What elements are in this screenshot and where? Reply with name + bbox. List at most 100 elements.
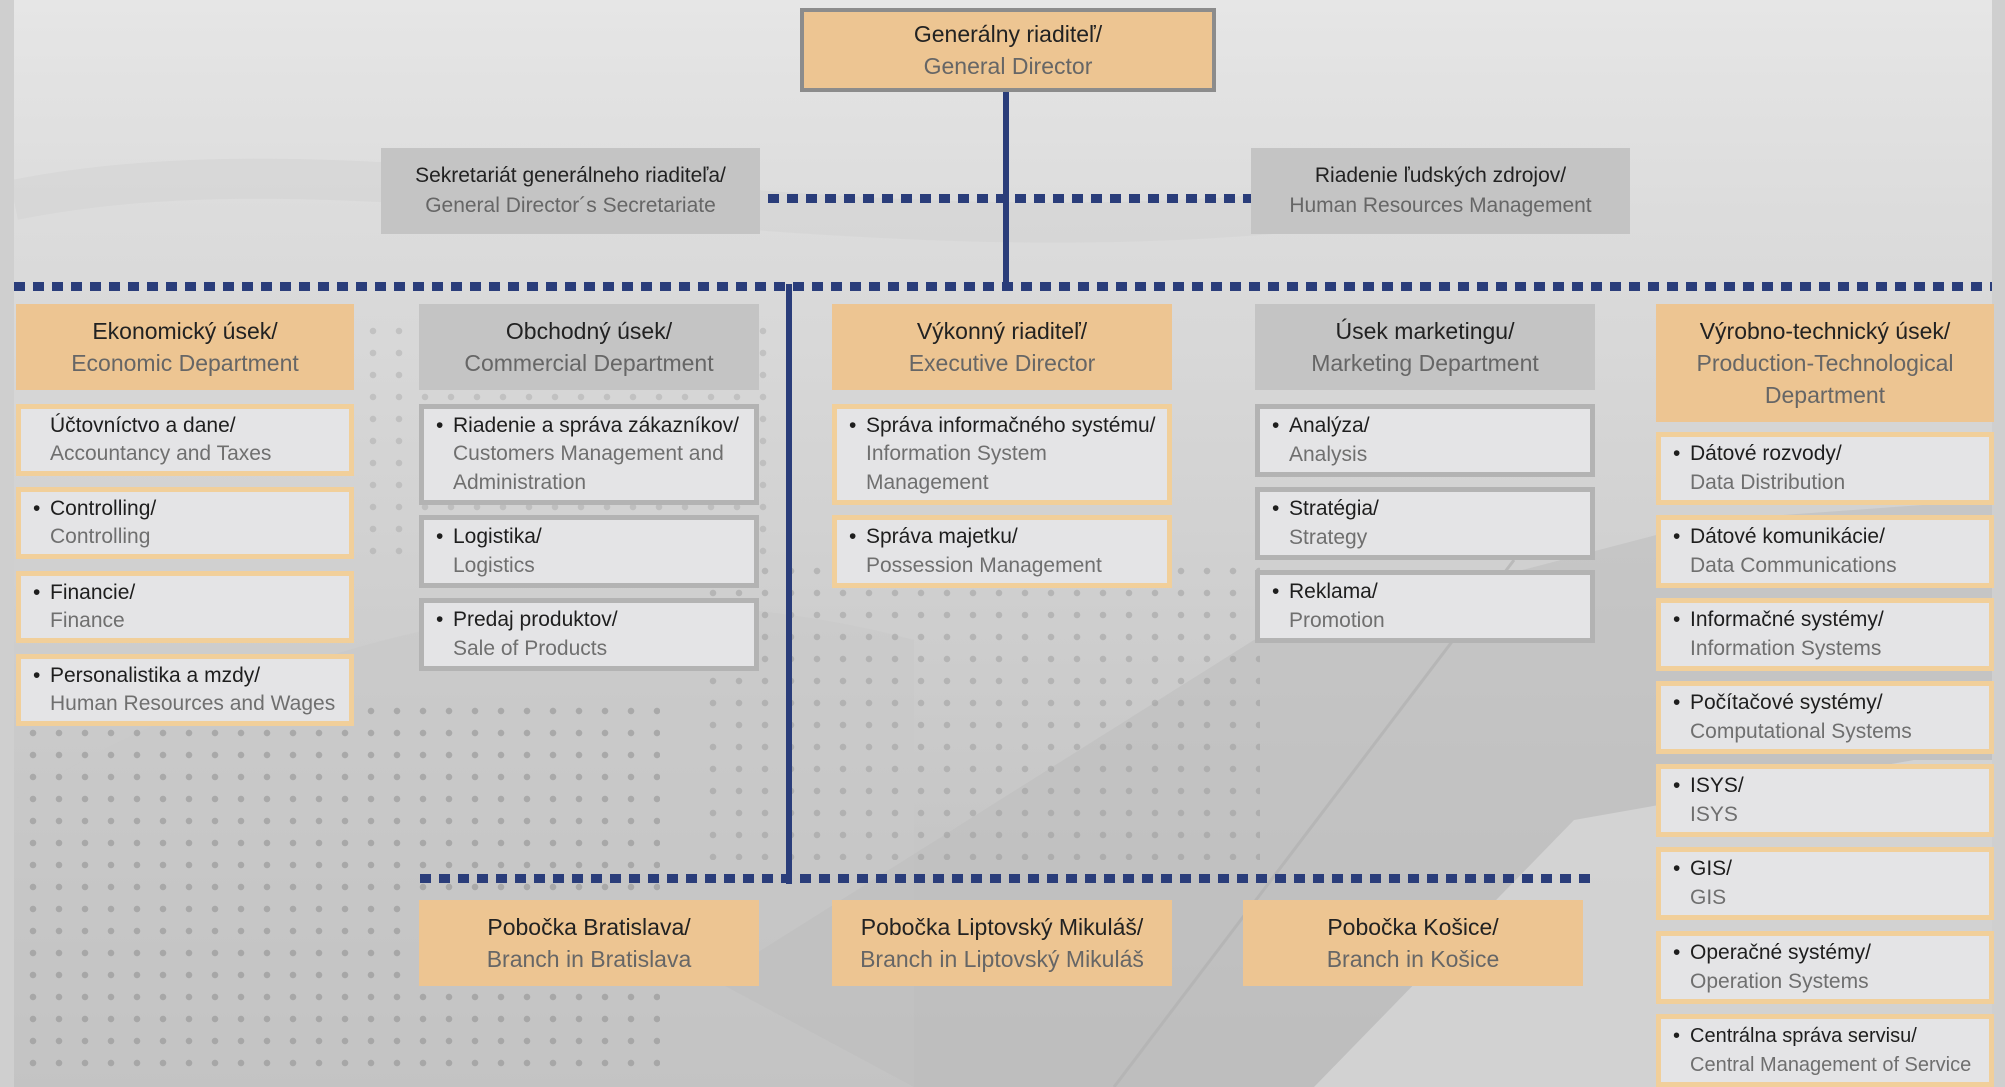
- bullet: •: [1673, 525, 1681, 548]
- production-item: •GIS/ GIS: [1656, 847, 1994, 920]
- hr-management-sk: Riadenie ľudských zdrojov/: [1314, 164, 1567, 187]
- economic-department-en: Economic Department: [71, 350, 299, 376]
- executive-item: •Správa informačného systému/ Informatio…: [832, 404, 1172, 505]
- item-sk-text: Controlling/: [50, 496, 157, 520]
- item-en: Promotion: [1289, 608, 1385, 632]
- bullet: •: [1673, 774, 1681, 797]
- marketing-item: •Reklama/ Promotion: [1255, 570, 1595, 643]
- hr-management-box: Riadenie ľudských zdrojov/ Human Resourc…: [1251, 148, 1630, 234]
- item-sk: •Počítačové systémy/: [1673, 689, 1983, 718]
- bullet: •: [1673, 442, 1681, 465]
- production-department-en: Production-Technological: [1696, 350, 1954, 376]
- production-department-box: Výrobno-technický úsek/ Production-Techn…: [1656, 304, 1994, 422]
- economic-department-box: Ekonomický úsek/ Economic Department: [16, 304, 354, 390]
- item-en: Analysis: [1289, 442, 1368, 466]
- bullet: •: [1673, 941, 1681, 964]
- item-en: Controlling: [50, 525, 151, 548]
- branch-sk: Pobočka Liptovský Mikuláš/: [860, 914, 1144, 940]
- bullet: •: [1272, 414, 1280, 437]
- bullet: •: [33, 496, 41, 520]
- commercial-item: •Predaj produktov/ Sale of Products: [419, 598, 759, 671]
- item-en: Central Management of Service: [1690, 1053, 1972, 1076]
- item-en: Logistics: [453, 553, 535, 577]
- bullet: •: [1673, 608, 1681, 631]
- connector-vertical-top: [1003, 92, 1009, 284]
- executive-director-sk: Výkonný riaditeľ/: [916, 318, 1088, 344]
- secretariate-box: Sekretariát generálneho riaditeľa/ Gener…: [381, 148, 760, 234]
- connector-vertical-branches: [786, 284, 792, 884]
- item-sk: •Predaj produktov/: [436, 606, 748, 635]
- general-director-sk: Generálny riaditeľ/: [913, 21, 1103, 47]
- item-sk-text: Logistika/: [453, 525, 542, 548]
- bullet: •: [33, 580, 41, 604]
- general-director-en: General Director: [923, 53, 1093, 79]
- bullet: •: [1673, 1025, 1681, 1047]
- production-department-sk: Výrobno-technický úsek/: [1699, 318, 1951, 344]
- item-sk-text: Personalistika a mzdy/: [50, 663, 261, 687]
- item-en: Management: [866, 470, 989, 494]
- item-sk: • Informačné systémy/: [1673, 606, 1983, 635]
- item-sk-text: Informačné systémy/: [1690, 608, 1884, 631]
- item-sk: •Logistika/: [436, 523, 748, 552]
- item-sk-text: Správa informačného systému/: [866, 413, 1156, 437]
- item-sk: • Dátové komunikácie/: [1673, 523, 1983, 552]
- production-item: • Operačné systémy/ Operation Systems: [1656, 931, 1994, 1004]
- commercial-item: •Logistika/ Logistics: [419, 515, 759, 588]
- item-sk-text: Analýza/: [1289, 414, 1370, 437]
- bullet: •: [436, 608, 444, 631]
- item-sk-text: Reklama/: [1289, 580, 1378, 603]
- item-en: Possession Management: [866, 553, 1102, 577]
- item-en: Human Resources and Wages: [50, 692, 336, 715]
- item-sk-text: Správa majetku/: [866, 525, 1018, 548]
- branch-bratislava-box: Pobočka Bratislava/ Branch in Bratislava: [419, 900, 759, 986]
- general-director-box: Generálny riaditeľ/ General Director: [800, 8, 1216, 92]
- commercial-item: • Riadenie a správa zákazníkov/ Customers…: [419, 404, 759, 505]
- bullet: •: [436, 413, 444, 437]
- marketing-department-box: Úsek marketingu/ Marketing Department: [1255, 304, 1595, 390]
- item-en: Data Distribution: [1690, 470, 1846, 494]
- economic-item: • Personalistika a mzdy/ Human Resources …: [16, 654, 354, 726]
- item-en: Operation Systems: [1690, 969, 1869, 993]
- production-item: •Dátové rozvody/ Data Distribution: [1656, 432, 1994, 505]
- item-en: Information System: [866, 442, 1047, 466]
- item-sk: • Controlling/: [33, 495, 343, 524]
- executive-director-en: Executive Director: [908, 350, 1096, 376]
- production-department-en: Department: [1764, 382, 1886, 408]
- branch-liptovsky-mikulas-box: Pobočka Liptovský Mikuláš/ Branch in Lip…: [832, 900, 1172, 986]
- dot-pattern: [700, 560, 1260, 860]
- executive-item: •Správa majetku/ Possession Management: [832, 515, 1172, 588]
- connector-branches-dotted: [420, 874, 1590, 883]
- item-en: Administration: [453, 470, 587, 494]
- secretariate-sk: Sekretariát generálneho riaditeľa/: [415, 164, 726, 187]
- marketing-department-sk: Úsek marketingu/: [1335, 318, 1515, 344]
- item-sk: •ISYS/: [1673, 772, 1983, 801]
- item-en: GIS: [1690, 885, 1727, 909]
- item-sk: •Správa informačného systému/: [849, 412, 1161, 441]
- item-sk: •Dátové rozvody/: [1673, 440, 1983, 469]
- item-sk: • Analýza/: [1272, 412, 1584, 441]
- item-sk: •Financie/: [33, 579, 343, 608]
- connector-departments-dotted: [14, 282, 1992, 291]
- bullet: •: [1272, 497, 1280, 520]
- item-sk-text: Operačné systémy/: [1690, 941, 1871, 964]
- item-en: Strategy: [1289, 525, 1368, 549]
- item-sk-text: Riadenie a správa zákazníkov/: [453, 413, 739, 437]
- item-sk-text: Dátové komunikácie/: [1690, 525, 1885, 548]
- item-sk: • Centrálna správa servisu/: [1673, 1022, 1983, 1051]
- branch-sk: Pobočka Bratislava/: [487, 914, 691, 940]
- production-item: • Centrálna správa servisu/ Central Manag…: [1656, 1014, 1994, 1087]
- economic-item: • Controlling/ Controlling: [16, 487, 354, 559]
- item-en: Accountancy and Taxes: [50, 442, 272, 465]
- item-en: Data Communications: [1690, 553, 1897, 577]
- branch-sk: Pobočka Košice/: [1327, 914, 1499, 940]
- item-en: ISYS: [1690, 802, 1738, 826]
- economic-department-sk: Ekonomický úsek/: [92, 318, 278, 344]
- commercial-department-box: Obchodný úsek/ Commercial Department: [419, 304, 759, 390]
- commercial-department-sk: Obchodný úsek/: [505, 318, 673, 344]
- item-sk-text: Centrálna správa servisu/: [1690, 1025, 1917, 1047]
- secretariate-en: General Director´s Secretariate: [425, 194, 716, 217]
- branch-en: Branch in Bratislava: [486, 946, 692, 972]
- item-en: Customers Management and: [453, 442, 724, 466]
- bullet: •: [33, 663, 41, 687]
- item-en: Computational Systems: [1690, 719, 1912, 743]
